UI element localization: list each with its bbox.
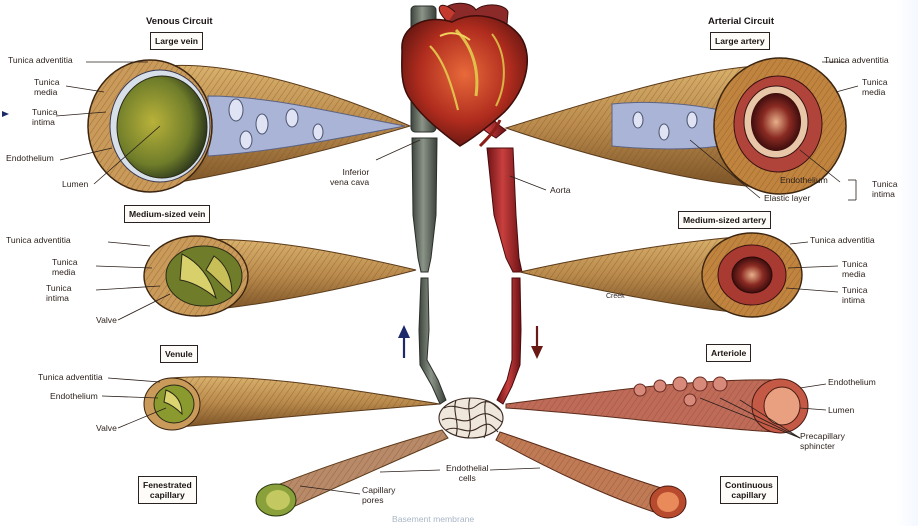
venous-flow-up-arrow	[398, 325, 410, 358]
venule-valve-label: Valve	[96, 424, 117, 434]
large-artery-box: Large artery	[710, 32, 770, 50]
large-artery-intima-label: Tunica intima	[872, 180, 897, 199]
right-edge-fade	[896, 0, 918, 526]
aorta	[470, 104, 522, 404]
capillary-bed	[439, 398, 503, 438]
large-artery-illustration	[506, 58, 846, 194]
capillary-pores-label: Capillary pores	[362, 486, 395, 505]
medium-vein-media-label: Tunica media	[52, 258, 77, 277]
large-vein-lumen-label: Lumen	[62, 180, 88, 190]
venule-illustration	[144, 377, 440, 430]
fenestrated-capillary-illustration	[256, 430, 448, 516]
large-artery-media-label: Tunica media	[862, 78, 887, 97]
large-vein-intima-label: Tunica intima	[32, 108, 57, 127]
large-vein-adventitia-label: Tunica adventitia	[8, 56, 73, 66]
medium-artery-media-label: Tunica media	[842, 260, 867, 279]
inferior-vena-cava-label: Inferior vena cava	[330, 168, 369, 187]
medium-vein-illustration	[144, 236, 416, 316]
medium-vein-intima-label: Tunica intima	[46, 284, 71, 303]
medium-artery-intima-label: Tunica intima	[842, 286, 867, 305]
venule-endothelium-label: Endothelium	[50, 392, 98, 402]
fenestrated-capillary-box: Fenestrated capillary	[138, 476, 197, 504]
large-artery-elastic-label: Elastic layer	[764, 194, 810, 204]
edge-marker-icon	[2, 111, 9, 117]
large-vein-endothelium-label: Endothelium	[6, 154, 54, 164]
arteriole-lumen-label: Lumen	[828, 406, 854, 416]
large-artery-endothelium-label: Endothelium	[780, 176, 828, 186]
medium-vein-box: Medium-sized vein	[124, 205, 210, 223]
basement-membrane-label: Basement membrane	[392, 514, 474, 524]
large-vein-box: Large vein	[150, 32, 203, 50]
aorta-label: Aorta	[550, 186, 571, 196]
medium-vein-adventitia-label: Tunica adventitia	[6, 236, 71, 246]
venule-box: Venule	[160, 345, 198, 363]
medium-artery-illustration	[520, 233, 802, 317]
venule-adventitia-label: Tunica adventitia	[38, 373, 103, 383]
large-vein-media-label: Tunica media	[34, 78, 59, 97]
medium-vein-valve-label: Valve	[96, 316, 117, 326]
arterial-flow-down-arrow	[531, 326, 543, 359]
medium-artery-adventitia-label: Tunica adventitia	[810, 236, 875, 246]
continuous-capillary-box: Continuous capillary	[720, 476, 778, 504]
arterial-circuit-header: Arterial Circuit	[708, 16, 774, 27]
endothelial-cells-label: Endothelial cells	[446, 464, 489, 483]
arteriole-box: Arteriole	[706, 344, 751, 362]
venous-circuit-header: Venous Circuit	[146, 16, 213, 27]
precapillary-sphincter-label: Precapillary sphincter	[800, 432, 845, 451]
arteriole-illustration	[506, 377, 808, 433]
continuous-capillary-illustration	[496, 432, 686, 518]
arteriole-endothelium-label: Endothelium	[828, 378, 876, 388]
medium-artery-box: Medium-sized artery	[678, 211, 771, 229]
large-artery-adventitia-label: Tunica adventitia	[824, 56, 889, 66]
medium-artery-creek-label: Creek	[606, 292, 625, 302]
